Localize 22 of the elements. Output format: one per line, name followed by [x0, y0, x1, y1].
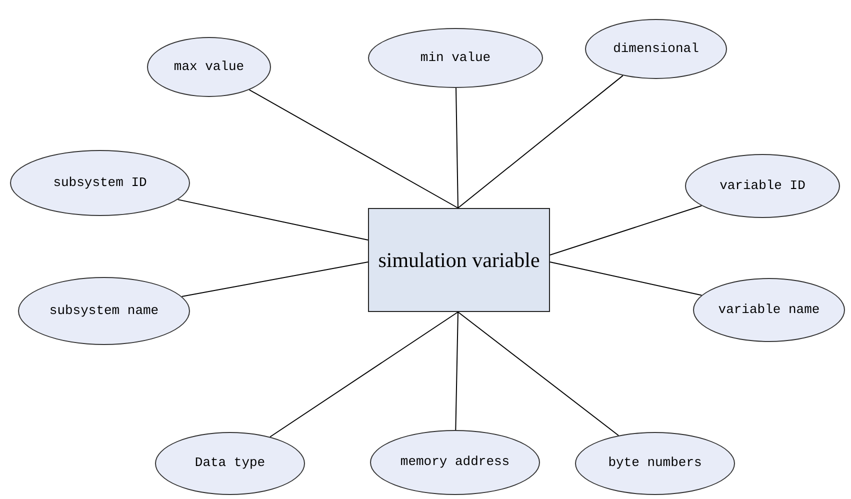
entity-name: simulation variable: [378, 246, 540, 274]
attribute-name: max value: [174, 58, 244, 76]
connector-line: [456, 88, 458, 208]
attribute-name: subsystem ID: [53, 174, 147, 192]
connector-line: [181, 262, 368, 298]
connector-line: [177, 199, 368, 240]
connector-line: [248, 89, 458, 208]
entity-box: [368, 208, 550, 312]
attribute-name: variable ID: [720, 176, 806, 195]
attribute-name: variable name: [718, 300, 820, 319]
connector-line: [455, 312, 458, 430]
attribute-name: subsystem name: [49, 302, 159, 320]
attribute-name: byte numbers: [608, 454, 702, 472]
attribute-name: memory address: [400, 453, 510, 472]
attribute-name: min value: [420, 48, 491, 67]
attribute-name: Data type: [194, 454, 266, 472]
connector-line: [550, 205, 702, 256]
connector-line: [270, 312, 458, 438]
connector-line: [458, 75, 624, 208]
attribute-name: dimensional: [613, 40, 699, 58]
connector-line: [550, 262, 702, 296]
connector-line: [458, 312, 620, 436]
